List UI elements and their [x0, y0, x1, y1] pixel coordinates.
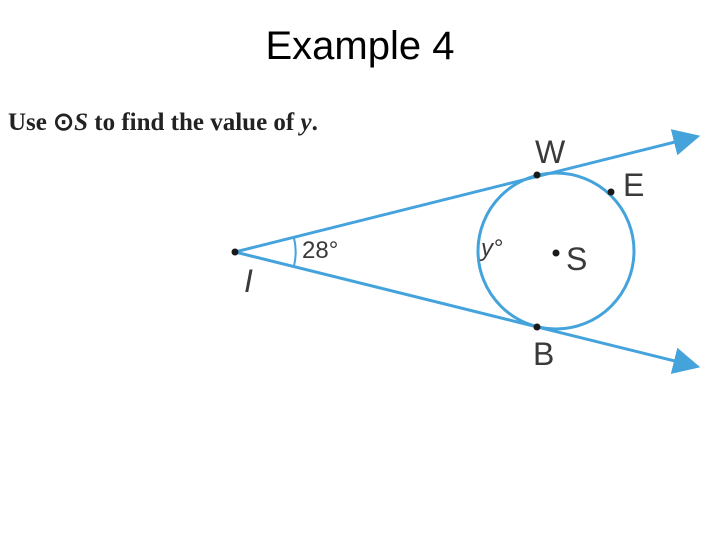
problem-variable: y	[300, 109, 312, 136]
point-i	[231, 248, 239, 256]
circle-name: S	[74, 109, 88, 136]
arc-label: y°	[479, 235, 503, 262]
angle-label: 28°	[302, 237, 338, 264]
point-w	[533, 171, 541, 179]
label-s: S	[566, 241, 587, 277]
circle-symbol: ⊙	[53, 109, 75, 136]
point-b	[533, 323, 541, 331]
slide-title: Example 4	[265, 24, 455, 68]
label-e: E	[623, 167, 644, 203]
label-i: I	[244, 263, 253, 299]
arc-wb-marker	[476, 212, 489, 290]
label-b: B	[533, 336, 554, 372]
tangent-ray-iw	[234, 129, 701, 254]
point-s	[552, 249, 560, 257]
problem-middle: to find the value of	[88, 109, 301, 136]
problem-prefix: Use	[8, 109, 54, 136]
tangent-ray-ib	[234, 250, 701, 374]
label-w: W	[535, 134, 566, 170]
point-e	[607, 188, 615, 196]
angle-arc-i	[293, 237, 297, 267]
problem-statement: Use ⊙S to find the value of y.	[8, 106, 318, 140]
problem-suffix: .	[311, 109, 318, 136]
